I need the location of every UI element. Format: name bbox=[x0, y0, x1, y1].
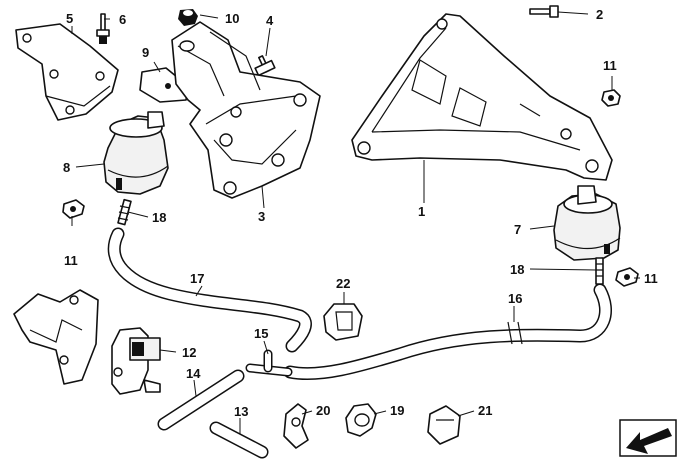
callout-16: 16 bbox=[508, 291, 522, 306]
callout-11-right: 11 bbox=[644, 271, 658, 286]
callout-10: 10 bbox=[225, 11, 239, 26]
engine-mount-right-part bbox=[553, 185, 621, 261]
direction-arrow-icon bbox=[619, 419, 677, 457]
callout-2: 2 bbox=[596, 7, 603, 22]
callout-21: 21 bbox=[478, 403, 492, 418]
nut-part-10 bbox=[178, 9, 198, 26]
callout-1: 1 bbox=[418, 204, 425, 219]
bolt-part-6 bbox=[96, 13, 110, 44]
engine-support-bracket-part bbox=[171, 21, 321, 199]
callout-8: 8 bbox=[63, 160, 70, 175]
clip-part-22 bbox=[323, 303, 363, 341]
t-connector-part bbox=[245, 349, 293, 377]
callout-5: 5 bbox=[66, 11, 73, 26]
hose-connector-part-18-left bbox=[117, 198, 132, 226]
callout-20: 20 bbox=[316, 403, 330, 418]
callout-4: 4 bbox=[266, 13, 274, 28]
callout-19: 19 bbox=[390, 403, 404, 418]
callout-22: 22 bbox=[336, 276, 350, 291]
callout-18-left: 18 bbox=[152, 210, 166, 225]
bracket-plate-part bbox=[15, 23, 119, 121]
nut-part-11-left bbox=[62, 199, 85, 219]
vacuum-hose-part-16 bbox=[283, 283, 612, 381]
nut-part-11-upper bbox=[601, 89, 621, 107]
callout-11-upper: 11 bbox=[603, 58, 617, 73]
bolt-part-2 bbox=[529, 5, 559, 18]
callout-17: 17 bbox=[190, 271, 204, 286]
vacuum-valve-part bbox=[111, 327, 161, 395]
hose-connector-part-18-right bbox=[595, 257, 604, 285]
callout-13: 13 bbox=[234, 404, 248, 419]
leader-lines bbox=[71, 11, 640, 434]
nut-part-11-lower bbox=[615, 267, 639, 287]
clip-part-21 bbox=[427, 405, 461, 445]
hose-clamp-part bbox=[345, 403, 377, 437]
vacuum-hose-part-17 bbox=[107, 227, 312, 353]
callout-7: 7 bbox=[514, 222, 521, 237]
callout-18-right: 18 bbox=[510, 262, 524, 277]
callout-6: 6 bbox=[119, 12, 126, 27]
callout-14: 14 bbox=[186, 366, 201, 381]
callout-11-left: 11 bbox=[64, 253, 78, 268]
valve-bracket-part bbox=[13, 289, 99, 385]
engine-mount-left-part bbox=[103, 111, 169, 195]
hose-part-13 bbox=[209, 421, 269, 459]
callout-9: 9 bbox=[142, 45, 149, 60]
hose-part-14 bbox=[157, 369, 245, 431]
callout-15: 15 bbox=[254, 326, 268, 341]
callouts: 5 6 10 4 9 8 11 3 18 17 1 2 11 7 18 11 1… bbox=[63, 7, 658, 419]
callout-12: 12 bbox=[182, 345, 196, 360]
callout-3: 3 bbox=[258, 209, 265, 224]
clip-part-20 bbox=[283, 403, 309, 449]
bolt-part-4 bbox=[254, 55, 276, 77]
engine-carrier-part bbox=[351, 13, 613, 181]
